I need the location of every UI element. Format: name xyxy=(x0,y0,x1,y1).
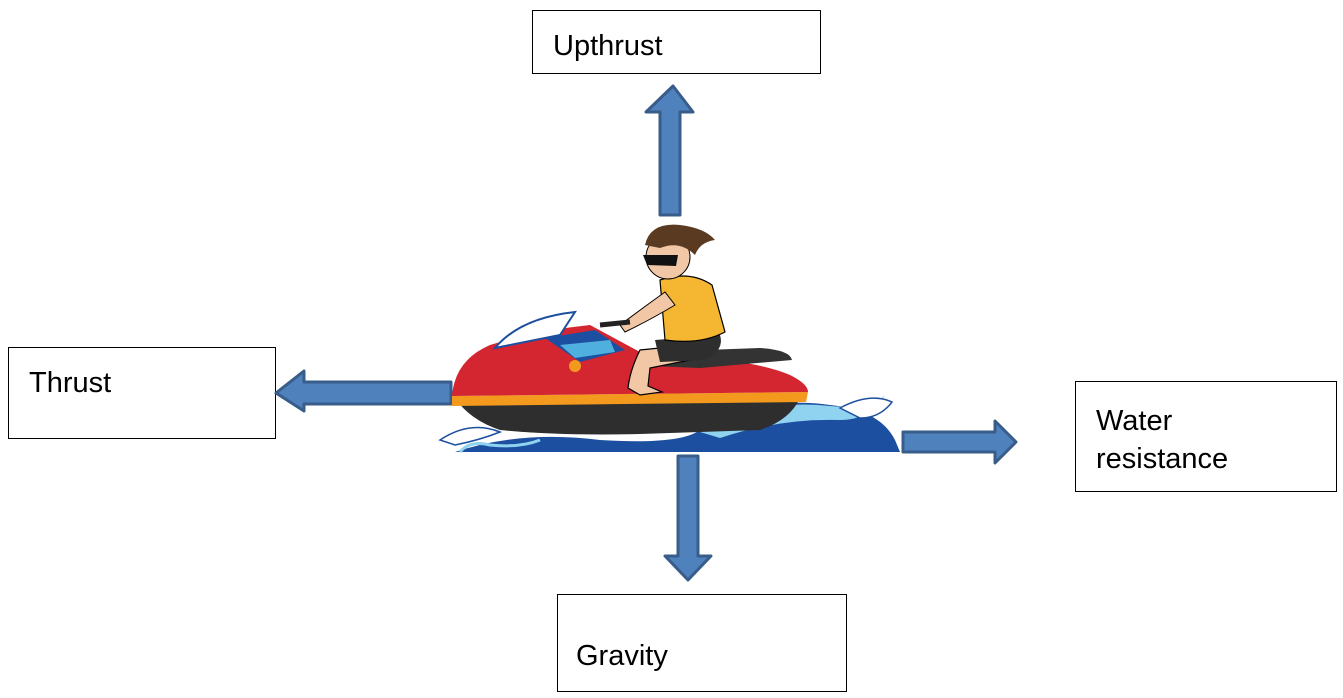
water-resistance-label-box: Water resistance xyxy=(1075,381,1337,492)
gravity-arrow-icon xyxy=(663,454,713,582)
thrust-label-box: Thrust xyxy=(8,347,276,439)
water-resistance-arrow-icon xyxy=(901,419,1018,465)
upthrust-arrow-icon xyxy=(644,84,695,217)
gravity-label-box: Gravity xyxy=(557,594,847,692)
thrust-label: Thrust xyxy=(29,367,112,399)
gravity-label: Gravity xyxy=(576,640,668,672)
upthrust-label: Upthrust xyxy=(553,30,663,62)
thrust-arrow-icon xyxy=(274,369,453,413)
jet-ski-rider-illustration-icon xyxy=(438,224,900,454)
upthrust-label-box: Upthrust xyxy=(532,10,821,74)
water-resistance-label: Water resistance xyxy=(1096,405,1229,475)
